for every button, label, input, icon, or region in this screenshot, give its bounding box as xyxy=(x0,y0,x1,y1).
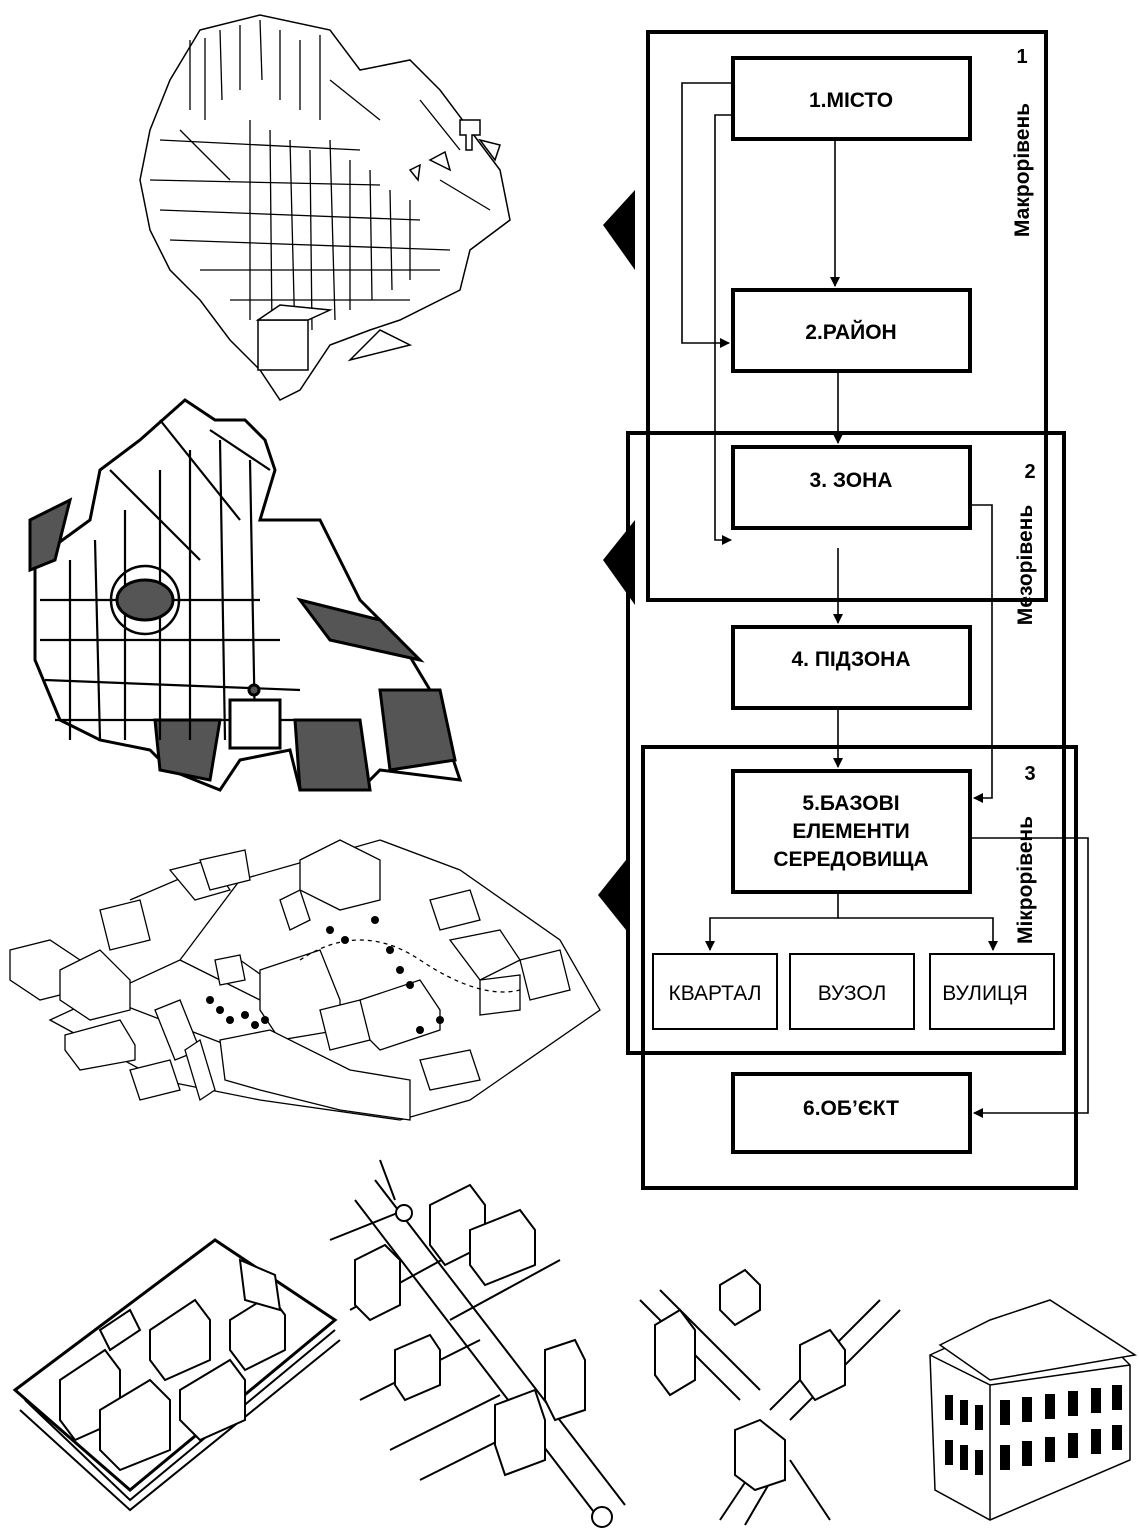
arrow-base-to-object xyxy=(972,837,1089,1118)
meso-level-number: 2 xyxy=(1024,461,1035,483)
macro-level-pointer xyxy=(603,190,635,270)
element-node: ВУЗОЛ xyxy=(789,953,915,1030)
meso-level-frame xyxy=(626,431,1066,1055)
arrow-base-to-quarter xyxy=(705,894,839,951)
base-elements-node: 5.БАЗОВІ ЕЛЕМЕНТИ СЕРЕДОВИЩА xyxy=(731,769,972,894)
base-elements-label-line3: СЕРЕДОВИЩА xyxy=(773,848,928,871)
zone-node: 3. ЗОНА xyxy=(731,445,972,530)
element-street-label: ВУЛИЦЯ xyxy=(942,982,1028,1005)
node-sketch xyxy=(639,1268,901,1526)
subzone-node: 4. ПІДЗОНА xyxy=(731,625,972,710)
arrow-base-to-street xyxy=(838,917,998,951)
arrow-city-bypass-to-zone-area xyxy=(714,114,733,545)
arrow-city-bypass-to-district xyxy=(681,82,733,348)
macro-level-name: Макрорівень xyxy=(1011,103,1034,237)
element-quarter: КВАРТАЛ xyxy=(652,953,778,1030)
city-node-label: 1.МІСТО xyxy=(809,89,893,112)
micro-level-number: 3 xyxy=(1024,763,1035,785)
zone-axonometric-sketch xyxy=(9,839,601,1121)
district-node: 2.РАЙОН xyxy=(731,288,972,373)
city-plan-sketch xyxy=(139,14,511,401)
zone-node-label: 3. ЗОНА xyxy=(810,469,893,492)
object-building-sketch xyxy=(929,1299,1138,1521)
arrow-zone-to-base xyxy=(972,504,993,803)
macro-level-number: 1 xyxy=(1016,46,1027,68)
street-sketch xyxy=(329,1159,626,1528)
object-node-label: 6.ОБ’ЄКТ xyxy=(803,1097,899,1120)
city-node: 1.МІСТО xyxy=(731,56,972,141)
base-elements-label-line2: ЕЛЕМЕНТИ xyxy=(792,820,909,843)
element-street: ВУЛИЦЯ xyxy=(929,953,1055,1030)
district-plan-sketch xyxy=(28,398,463,792)
object-node: 6.ОБ’ЄКТ xyxy=(731,1072,972,1154)
district-node-label: 2.РАЙОН xyxy=(805,320,896,344)
micro-level-name: Мікрорівень xyxy=(1014,816,1037,944)
element-node-label: ВУЗОЛ xyxy=(818,982,887,1005)
base-elements-label-line1: 5.БАЗОВІ xyxy=(802,792,899,815)
meso-level-pointer xyxy=(603,520,635,605)
element-quarter-label: КВАРТАЛ xyxy=(669,982,762,1005)
micro-level-frame xyxy=(641,745,1078,1190)
quarter-block-sketch xyxy=(12,1238,341,1512)
subzone-node-label: 4. ПІДЗОНА xyxy=(791,648,910,671)
macro-level-frame xyxy=(646,30,1048,602)
meso-level-name: Мезорівень xyxy=(1014,505,1037,626)
connectors xyxy=(681,82,1089,1118)
micro-level-pointer xyxy=(598,855,630,935)
